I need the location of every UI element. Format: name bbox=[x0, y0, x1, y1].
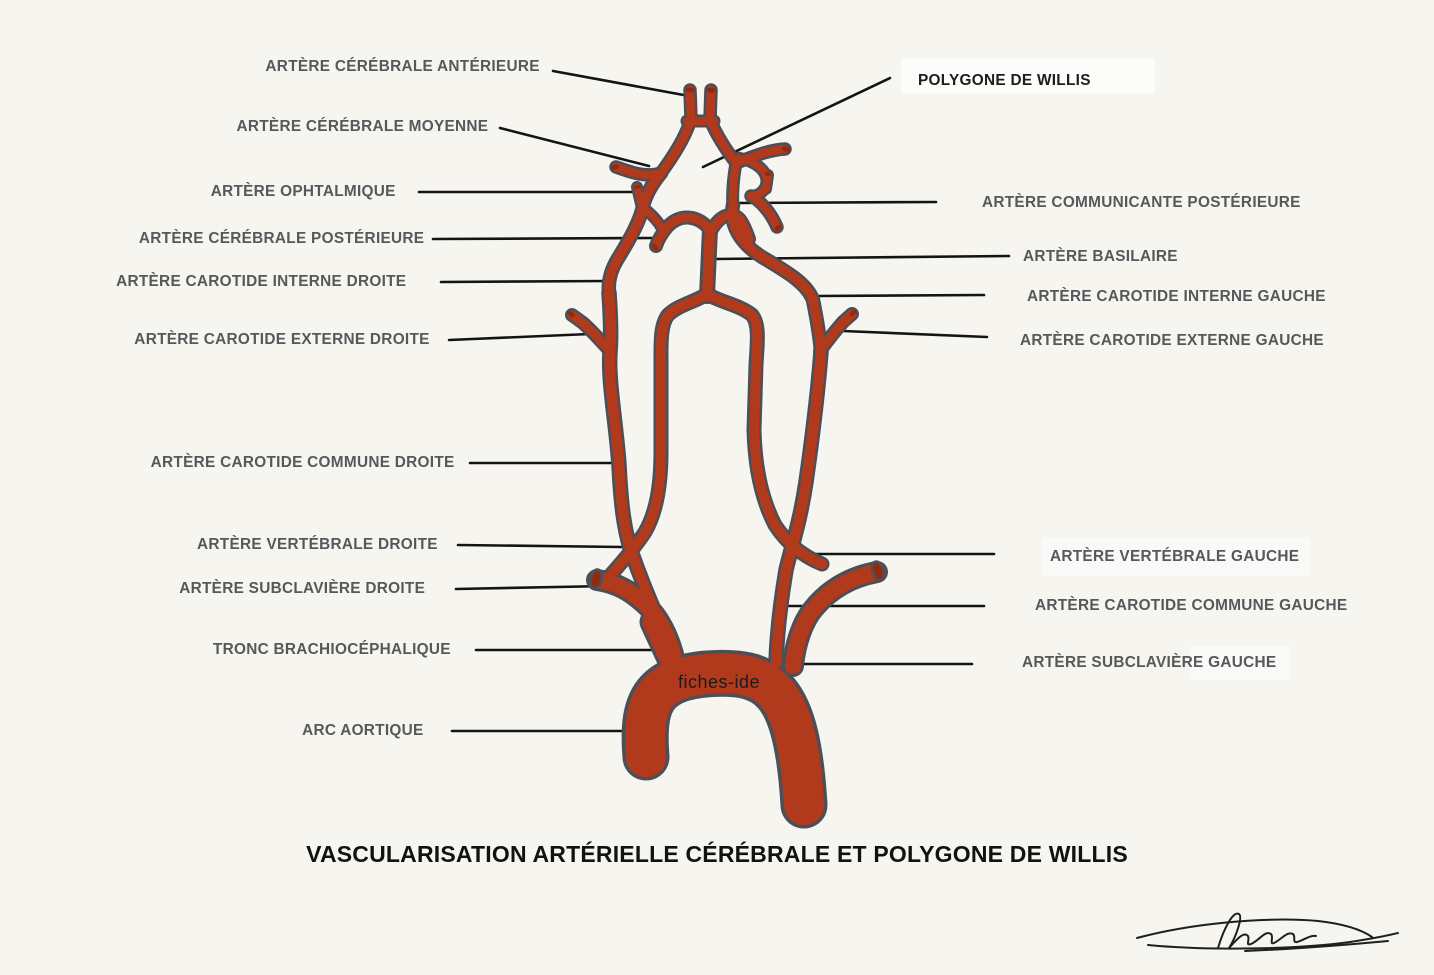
cap-stub-right bbox=[764, 171, 772, 177]
cap-subclaviere-gauche bbox=[870, 560, 886, 582]
leader-carotide-interne-droite bbox=[439, 279, 611, 284]
artery-fills bbox=[572, 90, 877, 805]
label-artere-carotide-commune-droite: ARTÈRE CAROTIDE COMMUNE DROITE bbox=[151, 454, 455, 471]
cap-aca-left bbox=[685, 87, 695, 93]
artery-basilaire bbox=[707, 229, 710, 296]
patch-subclaviere-gauche bbox=[1190, 646, 1290, 680]
leader-subclaviere-droite bbox=[454, 584, 610, 591]
label-tronc-brachiocephalique: TRONC BRACHIOCÉPHALIQUE bbox=[213, 641, 451, 658]
patch-polygone bbox=[901, 58, 1155, 94]
signature-swash-3 bbox=[1244, 940, 1389, 952]
cap-mca-right bbox=[781, 146, 791, 152]
label-arc-aortique: ARC AORTIQUE bbox=[302, 722, 424, 739]
cap-subclaviere-droite bbox=[588, 568, 604, 590]
patch-vertebrale-gauche bbox=[1042, 538, 1310, 576]
leader-carotide-interne-gauche bbox=[815, 293, 986, 298]
watermark-text: fiches-ide bbox=[678, 672, 760, 692]
label-artere-carotide-interne-gauche: ARTÈRE CAROTIDE INTERNE GAUCHE bbox=[1027, 288, 1326, 305]
label-polygone-de-willis: POLYGONE DE WILLIS bbox=[918, 72, 1091, 89]
leader-cerebrale-moyenne bbox=[498, 126, 651, 168]
artery-stub-right bbox=[766, 175, 768, 189]
cap-pca-left bbox=[651, 243, 659, 251]
cap-carotide-externe-gauche bbox=[849, 309, 857, 317]
leader-carotide-externe-droite bbox=[447, 332, 592, 342]
signature bbox=[1136, 912, 1399, 952]
label-artere-carotide-externe-droite: ARTÈRE CAROTIDE EXTERNE DROITE bbox=[134, 331, 430, 348]
label-artere-subclaviere-gauche: ARTÈRE SUBCLAVIÈRE GAUCHE bbox=[1022, 654, 1277, 671]
leader-carotide-externe-gauche bbox=[841, 329, 989, 339]
vessel-end-caps bbox=[567, 87, 886, 590]
leader-lines bbox=[417, 69, 1011, 733]
leader-vertebrale-droite bbox=[456, 543, 624, 549]
label-artere-carotide-commune-gauche: ARTÈRE CAROTIDE COMMUNE GAUCHE bbox=[1035, 597, 1348, 614]
label-artere-basilaire: ARTÈRE BASILAIRE bbox=[1023, 248, 1178, 265]
cap-ophtalmique bbox=[633, 184, 641, 190]
label-artere-cerebrale-anterieure: ARTÈRE CÉRÉBRALE ANTÉRIEURE bbox=[265, 58, 540, 75]
cap-carotide-externe-droite bbox=[567, 310, 575, 318]
signature-swash-1 bbox=[1136, 918, 1373, 939]
label-artere-vertebrale-gauche: ARTÈRE VERTÉBRALE GAUCHE bbox=[1050, 548, 1300, 565]
leader-cerebrale-posterieure bbox=[431, 236, 655, 241]
leader-cerebrale-anterieure bbox=[551, 69, 691, 98]
artery-cerebrale-anterieure-left bbox=[690, 90, 691, 119]
label-artere-communicante-posterieure: ARTÈRE COMMUNICANTE POSTÉRIEURE bbox=[982, 194, 1301, 211]
signature-swash-2 bbox=[1147, 932, 1399, 950]
cap-aca-right bbox=[706, 87, 716, 93]
cap-pca-right bbox=[774, 224, 782, 232]
label-artere-cerebrale-moyenne: ARTÈRE CÉRÉBRALE MOYENNE bbox=[236, 118, 488, 135]
signature-scribble bbox=[1217, 912, 1317, 949]
cap-mca-left bbox=[610, 164, 620, 170]
label-artere-ophtalmique: ARTÈRE OPHTALMIQUE bbox=[211, 183, 396, 200]
label-artere-carotide-interne-droite: ARTÈRE CAROTIDE INTERNE DROITE bbox=[115, 273, 406, 290]
artery-cerebrale-anterieure-right bbox=[710, 90, 711, 119]
label-artere-vertebrale-droite: ARTÈRE VERTÉBRALE DROITE bbox=[197, 536, 438, 553]
label-artere-carotide-externe-gauche: ARTÈRE CAROTIDE EXTERNE GAUCHE bbox=[1020, 332, 1324, 349]
page-title: VASCULARISATION ARTÉRIELLE CÉRÉBRALE ET … bbox=[306, 841, 1128, 867]
label-artere-subclaviere-droite: ARTÈRE SUBCLAVIÈRE DROITE bbox=[179, 580, 425, 597]
label-artere-cerebrale-posterieure: ARTÈRE CÉRÉBRALE POSTÉRIEURE bbox=[138, 230, 424, 247]
artery-cerebrale-posterieure-right bbox=[751, 196, 777, 227]
